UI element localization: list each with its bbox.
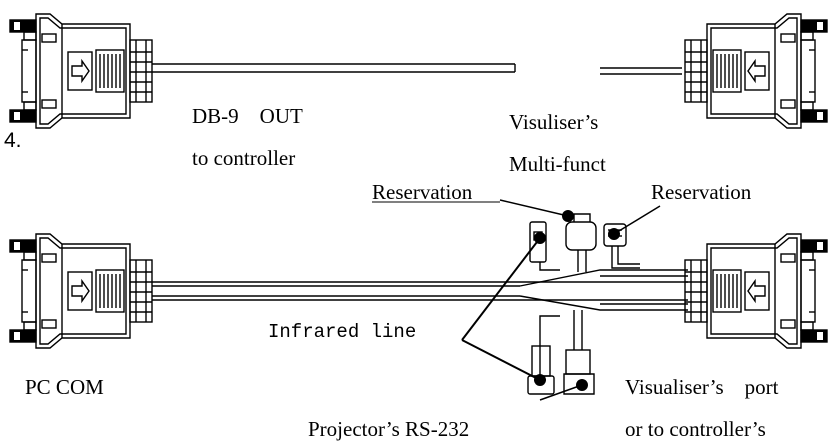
db9-connector-left-top	[9, 13, 153, 129]
reservation-left-label: Reservation	[372, 180, 473, 204]
pc-com-label: PC COM	[25, 375, 104, 399]
visualiser-port-label: Visualiser’s port	[625, 375, 779, 399]
visualiser-connector	[684, 233, 828, 349]
reservation-right-label: Reservation	[651, 180, 752, 204]
visuliser-label: Visuliser’s	[509, 110, 599, 134]
or-to-controller-label: or to controller’s	[625, 417, 766, 441]
to-controller-label: to controller	[192, 146, 296, 170]
db9-connector-right-top	[684, 13, 828, 129]
step-number: 4.	[4, 129, 22, 152]
db9-out-label: DB-9 OUT	[192, 104, 303, 128]
multi-funct-label: Multi-funct	[509, 152, 606, 176]
infrared-line-label: Infrared line	[268, 321, 417, 343]
pc-com-connector	[9, 233, 153, 349]
projector-rs232-label: Projector’s RS-232	[308, 417, 470, 441]
